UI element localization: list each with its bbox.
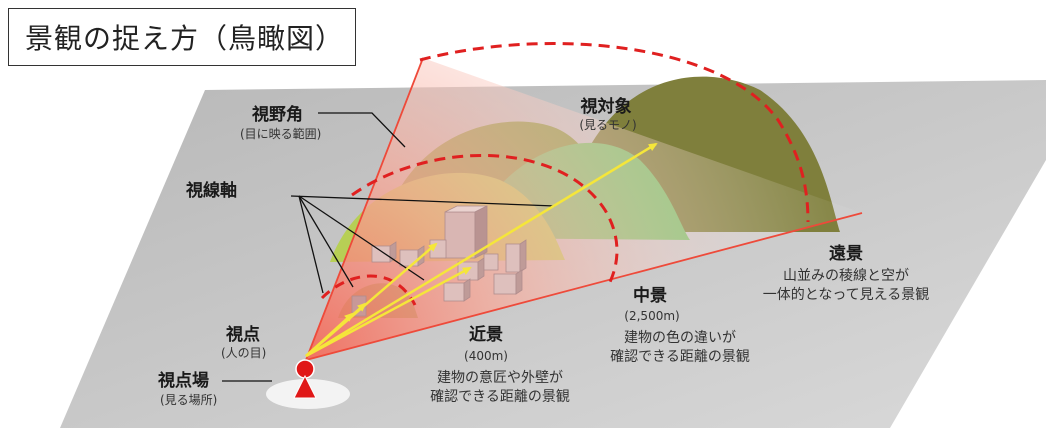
person-icon — [293, 359, 317, 399]
object-label: 視対象 — [580, 96, 632, 117]
fov-edge-left — [305, 57, 424, 361]
fov-label: 視野角 — [251, 104, 303, 125]
building — [371, 241, 397, 263]
viewing-place-label: 視点場 — [157, 370, 209, 391]
viewpoint-label: 視点 — [225, 324, 260, 345]
buildings — [351, 205, 527, 317]
near-desc-2: 確認できる距離の景観 — [430, 388, 570, 405]
building — [443, 278, 471, 302]
building — [483, 253, 499, 271]
middle-distance: (2,500m) — [624, 309, 679, 323]
fov-sublabel: (目に映る範囲) — [240, 126, 321, 141]
sight-arrows — [305, 142, 658, 358]
object-sublabel: (見るモノ) — [579, 118, 636, 132]
diagram-title: 景観の捉え方（鳥瞰図） — [8, 8, 356, 66]
near-name: 近景 — [469, 324, 503, 345]
viewing-place-sublabel: (見る場所) — [160, 393, 217, 407]
far-name: 遠景 — [829, 244, 863, 264]
building — [505, 239, 527, 273]
sight-axis-pointers — [290, 195, 556, 294]
near-desc-1: 建物の意匠や外壁が — [437, 369, 563, 386]
building — [493, 269, 523, 295]
building — [429, 239, 447, 259]
middle-name: 中景 — [633, 285, 667, 306]
building-tall — [444, 205, 488, 259]
fov-edge-right — [305, 212, 863, 361]
middle-desc-2: 確認できる距離の景観 — [610, 348, 750, 365]
near-arc — [320, 274, 417, 306]
near-distance: (400m) — [464, 349, 508, 363]
far-arc — [419, 42, 810, 223]
middle-desc-1: 建物の色の違いが — [624, 329, 736, 346]
sight-axis-label: 視線軸 — [185, 180, 237, 201]
far-desc-2: 一体的となって見える景観 — [763, 286, 929, 303]
far-desc-1: 山並みの稜線と空が — [783, 268, 909, 284]
viewpoint-sublabel: (人の目) — [221, 346, 266, 360]
fov-pointer-line — [318, 112, 406, 148]
